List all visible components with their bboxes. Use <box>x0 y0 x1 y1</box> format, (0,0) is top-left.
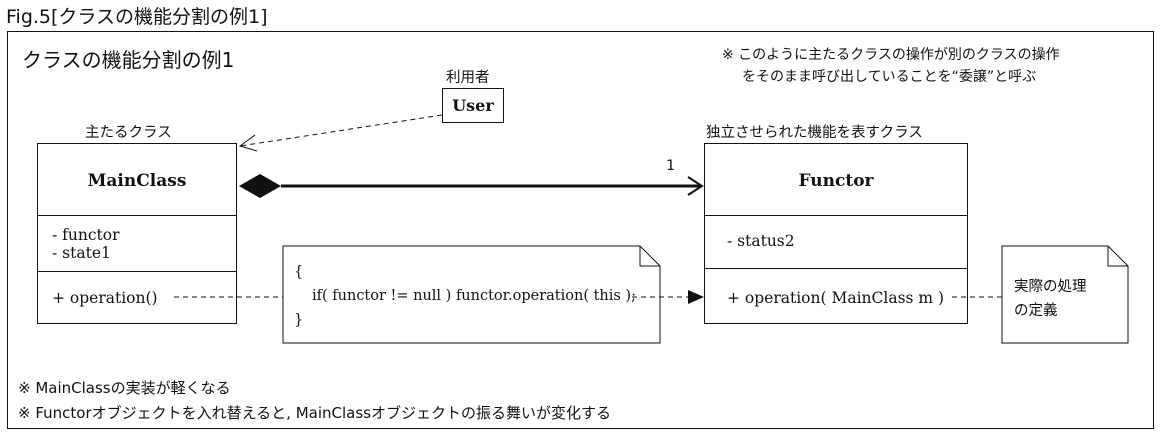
diagram-title: クラスの機能分割の例1 <box>22 48 235 72</box>
footnote-2: ※ Functorオブジェクトを入れ替えると, MainClassオブジェクトの… <box>18 404 611 422</box>
impl-note-text-1: 実際の処理 <box>1014 279 1087 295</box>
main-class-attr-divider <box>38 215 236 216</box>
code-note-statement: if( functor != null ) functor.operation(… <box>312 288 636 304</box>
code-note-brace-close: } <box>294 312 304 328</box>
main-class-box[interactable]: MainClass - functor - state1 + operation… <box>37 143 237 324</box>
user-dependency-line <box>239 114 443 147</box>
delegation-note-line-2: をそのまま呼び出していることを“委譲”と呼ぶ <box>742 69 1037 85</box>
association-multiplicity: 1 <box>666 158 676 174</box>
main-class-attr-state1: - state1 <box>52 244 111 262</box>
user-caption: 利用者 <box>446 70 490 86</box>
main-class-op-divider <box>38 271 236 272</box>
main-class-caption: 主たるクラス <box>85 125 172 141</box>
user-actor-box[interactable]: User <box>442 88 504 123</box>
code-note-shape <box>282 245 661 344</box>
figure-title: Fig.5[クラスの機能分割の例1] <box>6 6 268 28</box>
functor-class-attr-divider <box>705 215 967 216</box>
code-note-fold <box>639 246 660 267</box>
delegation-call-arrowhead <box>688 290 704 304</box>
impl-note-fold <box>1107 246 1128 267</box>
functor-class-op-divider <box>705 268 967 269</box>
functor-class-op-operation: + operation( MainClass m ) <box>727 289 945 307</box>
main-class-name: MainClass <box>87 171 187 191</box>
functor-class-name: Functor <box>798 171 874 191</box>
diagram-frame <box>7 31 1154 429</box>
functor-class-attr-status2: - status2 <box>727 232 795 250</box>
functor-class-caption: 独立させられた機能を表すクラス <box>706 125 923 141</box>
functor-class-box[interactable]: Functor - status2 + operation( MainClass… <box>704 143 968 324</box>
composition-diamond <box>239 174 281 198</box>
impl-note-text-2: の定義 <box>1014 303 1058 319</box>
user-name: User <box>452 96 494 115</box>
main-class-op-operation: + operation() <box>52 289 158 307</box>
main-class-attr-functor: - functor <box>52 226 120 244</box>
code-note-brace-open: { <box>294 264 304 280</box>
footnote-1: ※ MainClassの実装が軽くなる <box>18 379 231 397</box>
user-dependency-arrowhead <box>238 134 258 152</box>
association-arrowhead <box>687 176 704 196</box>
impl-note-shape <box>1001 245 1129 344</box>
delegation-note-line-1: ※ このように主たるクラスの操作が別のクラスの操作 <box>722 47 1060 63</box>
